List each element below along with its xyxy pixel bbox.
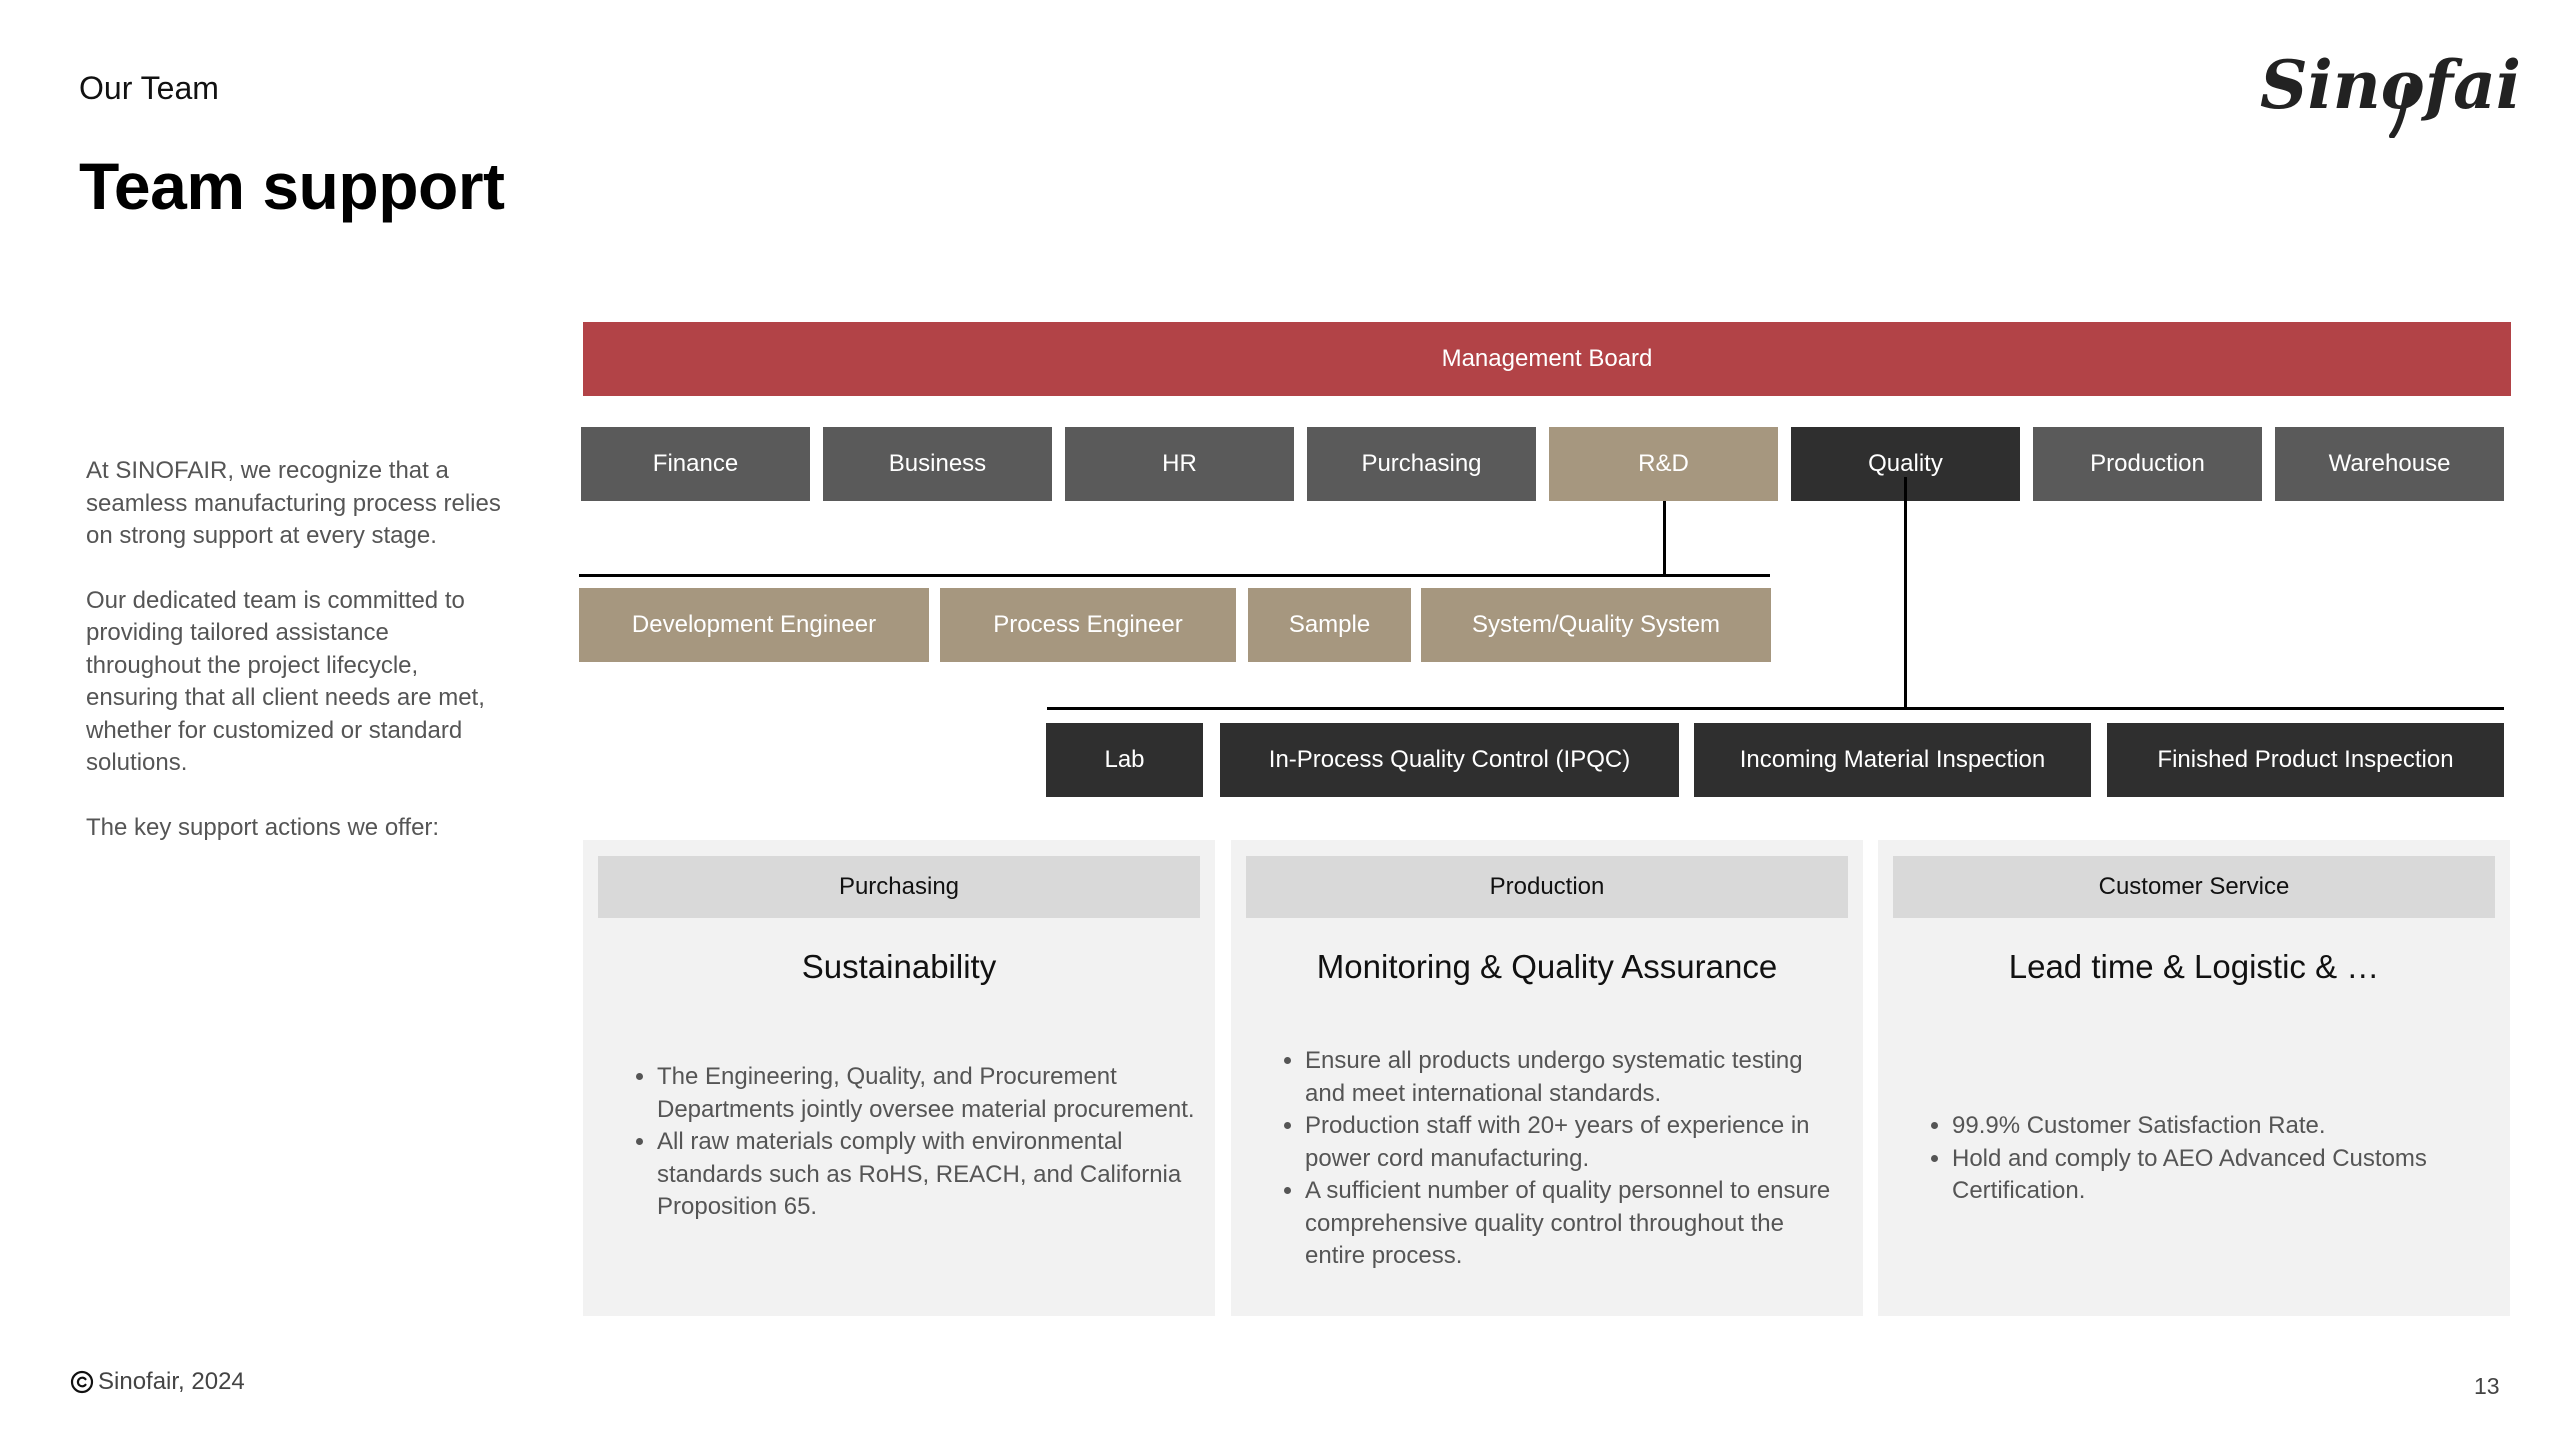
card-header: Customer Service [1893,856,2495,918]
dept-warehouse: Warehouse [2275,427,2504,501]
intro-text: At SINOFAIR, we recognize that a seamles… [86,455,506,876]
management-board-box: Management Board [583,322,2511,396]
quality-unit-lab: Lab [1046,723,1203,797]
card-header: Purchasing [598,856,1200,918]
dept-purchasing: Purchasing [1307,427,1536,501]
bullet-item: 99.9% Customer Satisfaction Rate. [1952,1110,2492,1143]
card-bullets: Ensure all products undergo systematic t… [1279,1045,1845,1273]
quality-unit-finished-inspection: Finished Product Inspection [2107,723,2504,797]
bullet-item: Production staff with 20+ years of exper… [1305,1110,1845,1175]
bullet-item: All raw materials comply with environmen… [657,1126,1197,1224]
quality-connector-horizontal [1047,707,2504,710]
page-number: 13 [2474,1373,2500,1399]
quality-connector-vertical [1904,477,1907,709]
intro-paragraph: The key support actions we offer: [86,813,440,841]
intro-paragraph: Our dedicated team is committed to provi… [86,586,485,777]
dept-hr: HR [1065,427,1294,501]
copyright-icon [70,1370,94,1394]
copyright-text: Sinofair, 2024 [98,1368,245,1395]
card-bullets: 99.9% Customer Satisfaction Rate. Hold a… [1926,1110,2492,1208]
card-header: Production [1246,856,1848,918]
rnd-connector-horizontal [579,574,1770,577]
bullet-item: The Engineering, Quality, and Procuremen… [657,1061,1197,1126]
rnd-unit-sample: Sample [1248,588,1411,662]
rnd-unit-system-quality: System/Quality System [1421,588,1771,662]
bullet-item: Hold and comply to AEO Advanced Customs … [1952,1143,2492,1208]
intro-paragraph: At SINOFAIR, we recognize that a seamles… [86,457,501,549]
footer-copyright: Sinofair, 2024 [70,1368,245,1396]
card-bullets: The Engineering, Quality, and Procuremen… [631,1061,1197,1224]
quality-unit-ipqc: In-Process Quality Control (IPQC) [1220,723,1679,797]
support-card-production: Production Monitoring & Quality Assuranc… [1231,840,1863,1316]
rnd-connector-vertical [1663,501,1666,576]
rnd-unit-process-engineer: Process Engineer [940,588,1236,662]
dept-rnd: R&D [1549,427,1778,501]
bullet-item: Ensure all products undergo systematic t… [1305,1045,1845,1110]
logo-wordmark: Sinofair [2260,46,2522,124]
bullet-item: A sufficient number of quality personnel… [1305,1175,1845,1273]
card-title: Monitoring & Quality Assurance [1316,948,1778,985]
section-label: Our Team [79,70,219,106]
card-title: Lead time & Logistic & … [2008,948,2380,985]
dept-finance: Finance [581,427,810,501]
card-title: Sustainability [801,948,997,985]
dept-business: Business [823,427,1052,501]
sinofair-logo: Sinofair [2260,46,2522,138]
page-title: Team support [79,149,505,223]
quality-unit-incoming-inspection: Incoming Material Inspection [1694,723,2091,797]
rnd-unit-development-engineer: Development Engineer [579,588,929,662]
dept-production: Production [2033,427,2262,501]
support-card-purchasing: Purchasing Sustainability The Engineerin… [583,840,1215,1316]
support-card-customer-service: Customer Service Lead time & Logistic & … [1878,840,2510,1316]
